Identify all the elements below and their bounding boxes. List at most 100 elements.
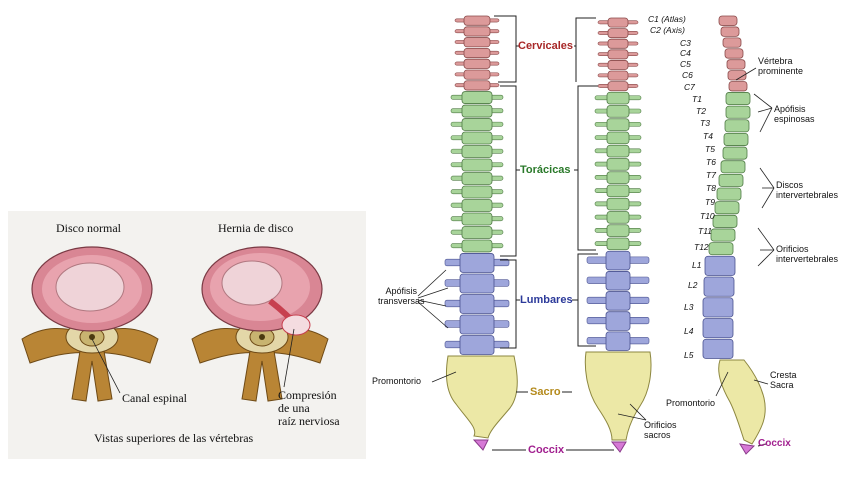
normal-disc-illustration [21, 246, 159, 402]
foramina-line-1: Orificios [776, 244, 809, 254]
vertebra-body [704, 255, 736, 276]
coccyx-label-right: Coccix [758, 438, 791, 449]
vertebra-body [463, 15, 491, 26]
vertebra-body [459, 314, 495, 335]
vertebra-body [607, 49, 629, 60]
anterior-spine-view [444, 15, 510, 355]
posterior-spine-view [586, 17, 650, 351]
herniated-disc-illustration [191, 246, 329, 402]
transverse-process-label: Apófisis transversas [378, 286, 425, 306]
vertebra-body [607, 81, 629, 92]
vertebra-body [463, 69, 491, 80]
vertebra-label-t5: T5 [705, 144, 715, 154]
vertebra-label-t4: T4 [703, 131, 713, 141]
vertebra-body [724, 119, 750, 133]
discs-line-1: Discos [776, 180, 804, 190]
vertebra-body [461, 158, 493, 172]
compression-line-1: Compresión [278, 388, 337, 402]
vertebra-body [605, 291, 631, 311]
vertebra-body [605, 331, 631, 351]
vertebra-body [461, 226, 493, 239]
vertebra-body [708, 242, 734, 256]
vertebra-body [725, 105, 751, 119]
vertebra-body [725, 92, 751, 105]
herniated-disc-title: Hernia de disco [218, 221, 294, 235]
spinal-canal-label: Canal espinal [122, 391, 187, 405]
region-brackets [492, 15, 767, 451]
vertebra-body [607, 28, 629, 39]
vertebra-body [724, 48, 744, 59]
vertebra-body [728, 81, 748, 92]
vertebra-body [712, 214, 738, 228]
region-label-thoracic: Torácicas [520, 164, 571, 176]
vertebra-body [605, 311, 631, 331]
vertebra-label-t11: T11 [698, 226, 713, 236]
vertebra-label-t2: T2 [696, 106, 706, 116]
region-label-coccyx: Coccix [528, 444, 565, 456]
annotation-leaders [417, 67, 775, 421]
compression-line-2: de una [278, 401, 310, 415]
intervertebral-foramina-label: Orificios intervertebrales [776, 244, 838, 264]
vertebra-body [606, 91, 630, 105]
vertebra-body [723, 132, 749, 146]
vertebra-label-c6: C6 [682, 70, 693, 80]
vertebra-label-c4: C4 [680, 48, 691, 58]
vertebra-body [710, 228, 736, 242]
vertebra-body [606, 144, 630, 158]
vertebra-body [606, 211, 630, 224]
spinous-line-1: Apófisis [774, 104, 806, 114]
spinous-process-label: Apófisis espinosas [774, 104, 815, 124]
spinous-line-2: espinosas [774, 114, 815, 124]
vertebra-label-l1: L1 [692, 260, 702, 270]
transverse-line-2: transversas [378, 296, 425, 306]
vertebra-label-c5: C5 [680, 59, 691, 69]
vertebra-body [606, 131, 630, 145]
vertebra-body [461, 199, 493, 212]
vertebra-body [702, 318, 734, 339]
vertebra-label-t8: T8 [706, 183, 716, 193]
vertebra-body [702, 297, 734, 318]
region-label-sacrum: Sacro [530, 386, 561, 398]
vertebra-body [720, 160, 746, 174]
transverse-line-1: Apófisis [385, 286, 418, 296]
vertebra-body [703, 276, 735, 297]
vertebra-label-c2: C2 (Axis) [650, 25, 685, 35]
vertebra-label-t9: T9 [705, 197, 715, 207]
discs-line-2: intervertebrales [776, 190, 839, 200]
vertebra-body [463, 80, 491, 91]
promontory-label-right: Promontorio [666, 398, 716, 408]
sacral-foramina-line-1: Orificios [644, 420, 677, 430]
vertebra-label-l4: L4 [684, 326, 694, 336]
disc-cross-section-figure [21, 246, 329, 402]
vertebra-label-c3: C3 [680, 38, 691, 48]
vertebra-label-c7: C7 [684, 82, 695, 92]
vertebra-body [461, 145, 493, 158]
vertebra-label-l3: L3 [684, 302, 694, 312]
vertebra-body [716, 187, 742, 201]
vertebra-body [461, 91, 493, 104]
vertebra-body [722, 37, 742, 48]
vertebra-body [606, 184, 630, 198]
vertebra-body [720, 26, 740, 37]
sacral-crest-line-2: Sacra [770, 380, 794, 390]
vertebra-label-t6: T6 [706, 157, 716, 167]
vertebra-body [461, 212, 493, 226]
vertebra-body [606, 197, 630, 211]
vertebra-body [607, 17, 629, 28]
vertebra-body [461, 104, 493, 118]
vertebra-label-l2: L2 [688, 280, 698, 290]
nerve-compression-label: Compresión de una raíz nerviosa [278, 389, 340, 428]
sacral-crest-line-1: Cresta [770, 370, 797, 380]
vertebra-body [606, 158, 630, 171]
intervertebral-discs-label: Discos intervertebrales [776, 180, 838, 200]
vertebra-body [463, 47, 491, 59]
vertebra-body [605, 271, 631, 291]
vertebra-label-t10: T10 [700, 211, 715, 221]
vertebra-body [726, 59, 746, 70]
lateral-spine-view [702, 15, 751, 359]
sacral-foramina-line-2: sacros [644, 430, 671, 440]
vertebra-body [463, 37, 491, 48]
vertebra-prominens-line-1: Vértebra [758, 56, 793, 66]
vertebra-body [702, 338, 734, 359]
vertebra-label-t3: T3 [700, 118, 710, 128]
